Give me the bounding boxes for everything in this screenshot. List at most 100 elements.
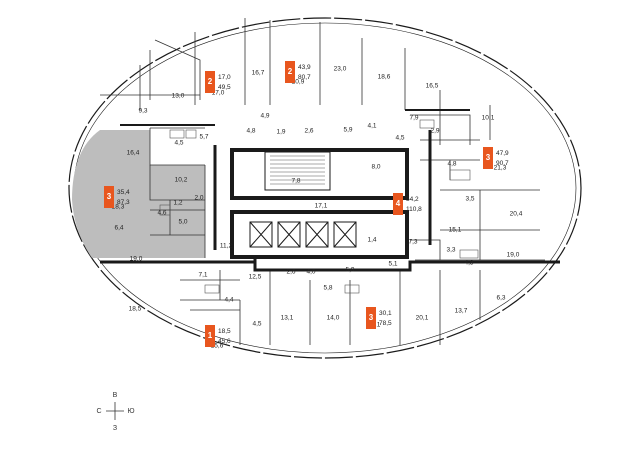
- room-area-label: 6,3: [496, 295, 505, 302]
- room-area-label: 18,3: [112, 204, 125, 211]
- room-area-label: 20,1: [416, 315, 429, 322]
- room-area-label: 7,3: [408, 239, 417, 246]
- apartment-total-area: 80,7: [298, 74, 311, 81]
- partition-walls: [100, 18, 545, 345]
- room-area-label: 17,0: [212, 90, 225, 97]
- apartment-total-area: 90,7: [496, 160, 509, 167]
- apartment-living-area: 17,0: [218, 74, 231, 81]
- apartment-living-area: 35,4: [117, 189, 130, 196]
- apartment-badge-box: [104, 186, 114, 208]
- elevator-shafts: [249, 221, 357, 248]
- apartment-badge[interactable]: 1 18,5 45,6: [205, 325, 231, 347]
- apartment-rooms-count: 3: [107, 192, 112, 201]
- room-area-label: 15,1: [449, 227, 462, 234]
- room-area-label: 19,0: [130, 256, 143, 263]
- room-area-label: 4,0: [306, 269, 315, 276]
- room-area-label: 4,5: [252, 321, 261, 328]
- room-area-label: 5,9: [343, 127, 352, 134]
- room-area-label: 21,3: [494, 165, 507, 172]
- room-area-label: 20,4: [510, 211, 523, 218]
- apartment-living-area: 18,5: [218, 328, 231, 335]
- room-area-label: 4,6: [157, 210, 166, 217]
- room-area-label: 4,4: [224, 297, 233, 304]
- apartment-total-area: 45,6: [218, 338, 231, 345]
- room-area-label: 4,3: [464, 260, 473, 267]
- apartment-badge-box: [285, 61, 295, 83]
- room-area-label: 13,7: [455, 308, 468, 315]
- room-area-label: 18,5: [129, 306, 142, 313]
- room-area-label: 4,8: [246, 128, 255, 135]
- room-area-label: 13,1: [281, 315, 294, 322]
- room-area-label: 17,1: [315, 203, 328, 210]
- bathroom-fixtures: [159, 119, 479, 294]
- room-area-label: 19,0: [507, 252, 520, 259]
- apartment-rooms-count: 3: [486, 153, 491, 162]
- apartment-total-area: 110,8: [406, 206, 422, 213]
- compass-east-label: Ю: [127, 408, 134, 415]
- apartment-rooms-count: 3: [369, 313, 374, 322]
- apartment-badge-box: [366, 307, 376, 329]
- apartment-badge[interactable]: 3 47,9 90,7: [483, 147, 509, 169]
- selected-apartment-area[interactable]: [72, 130, 205, 258]
- compass: В З С Ю: [96, 392, 134, 432]
- room-area-label: 4,9: [260, 113, 269, 120]
- room-area-label: 16,5: [426, 83, 439, 90]
- room-area-label: 1,2: [173, 200, 182, 207]
- apartment-rooms-count: 2: [288, 67, 293, 76]
- apartment-badge[interactable]: 3 35,4 87,3: [104, 186, 130, 208]
- apartment-total-area: 87,3: [117, 199, 130, 206]
- apartment-rooms-count: 4: [396, 199, 401, 208]
- apartment-badge-box: [393, 193, 403, 215]
- room-area-label: 8,0: [371, 164, 380, 171]
- room-area-label: 4,5: [174, 140, 183, 147]
- room-area-label: 7,1: [198, 272, 207, 279]
- compass-south-label: З: [113, 425, 117, 432]
- room-area-label: 5,7: [199, 134, 208, 141]
- room-area-label: 2,0: [194, 195, 203, 202]
- room-area-label: 3,3: [446, 247, 455, 254]
- room-area-label: 14,0: [327, 315, 340, 322]
- apartment-living-area: 43,9: [298, 64, 311, 71]
- apartment-badge-box: [205, 325, 215, 347]
- apartment-total-area: 78,5: [379, 320, 392, 327]
- room-area-label: 5,9: [345, 267, 354, 274]
- compass-west-label: С: [96, 408, 101, 415]
- room-area-label: 2,6: [304, 128, 313, 135]
- apartment-living-area: 47,9: [496, 150, 509, 157]
- apartment-living-area: 30,1: [379, 310, 392, 317]
- room-area-label: 5,1: [388, 261, 397, 268]
- apartment-badge[interactable]: 4 54,2 110,8: [393, 193, 422, 215]
- room-area-label: 7,8: [291, 178, 300, 185]
- room-area-label: 4,1: [367, 123, 376, 130]
- room-area-label: 1,9: [276, 129, 285, 136]
- room-area-label: 2,9: [430, 128, 439, 135]
- room-area-label: 5,0: [178, 219, 187, 226]
- apartment-badge[interactable]: 3 30,1 78,5: [366, 307, 392, 329]
- room-area-label: 18,6: [378, 74, 391, 81]
- room-area-label: 20,9: [292, 79, 305, 86]
- apartment-total-area: 49,5: [218, 84, 231, 91]
- apartment-badge-box: [205, 71, 215, 93]
- room-area-label: 15,6: [211, 343, 224, 350]
- room-area-label: 1,4: [367, 237, 376, 244]
- room-area-label: 4,8: [447, 161, 456, 168]
- room-area-label: 12,5: [249, 274, 262, 281]
- room-area-label: 10,1: [482, 115, 495, 122]
- room-area-label: 6,4: [114, 225, 123, 232]
- core-walls: [100, 109, 560, 272]
- room-area-label: 3,5: [465, 196, 474, 203]
- room-area-label: 23,0: [334, 66, 347, 73]
- apartment-rooms-count: 1: [208, 331, 213, 340]
- apartment-badge[interactable]: 2 17,0 49,5: [205, 71, 231, 93]
- apartment-living-area: 54,2: [406, 196, 419, 203]
- stair-treads: [270, 155, 325, 185]
- room-area-label: 10,2: [175, 177, 188, 184]
- room-area-label: 16,7: [252, 70, 265, 77]
- apartment-rooms-count: 2: [208, 77, 213, 86]
- room-area-label: 5,8: [323, 285, 332, 292]
- room-area-label: 7,9: [409, 115, 418, 122]
- apartment-badge[interactable]: 2 43,9 80,7: [285, 61, 311, 83]
